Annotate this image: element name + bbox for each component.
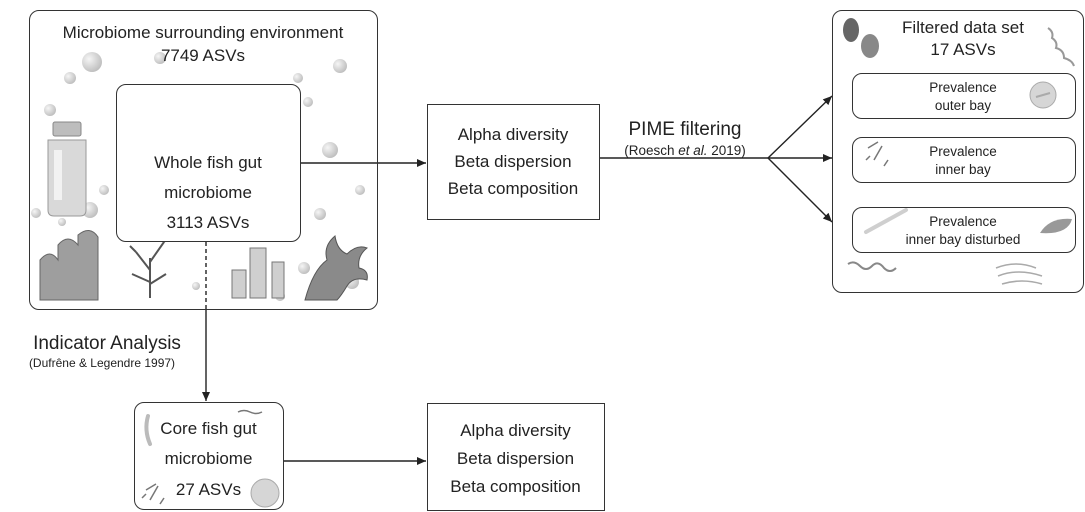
metrics-bottom-beta-dispersion: Beta dispersion [456, 449, 575, 468]
pime-ref-pre: (Roesch [624, 143, 679, 158]
core-gut-line2: microbiome [164, 449, 253, 468]
environment-title: Microbiome surrounding environment [62, 23, 344, 42]
whole-gut-line1: Whole fish gut [154, 153, 262, 172]
metrics-top-beta-dispersion: Beta dispersion [454, 152, 572, 171]
whole-gut-line3: 3113 ASVs [166, 213, 250, 232]
metrics-top-alpha: Alpha diversity [457, 125, 569, 144]
indicator-title: Indicator Analysis [33, 333, 181, 354]
arrow-branch-disturbed [767, 157, 833, 223]
core-gut-line3: 27 ASVs [175, 480, 242, 499]
indicator-reference: (Dufrêne & Legendre 1997) [28, 356, 176, 370]
environment-count: 7749 ASVs [160, 46, 246, 65]
prevalence-inner-bay-box: Prevalence inner bay [852, 137, 1076, 183]
prevalence-inner-line1: Prevalence [929, 144, 997, 159]
pime-ref-post: 2019) [707, 143, 746, 158]
pime-title: PIME filtering [628, 119, 742, 140]
environment-box: Microbiome surrounding environment 7749 … [29, 10, 378, 310]
core-gut-line1: Core fish gut [160, 419, 257, 438]
filtered-count: 17 ASVs [930, 40, 996, 59]
prevalence-disturbed-line2: inner bay disturbed [905, 232, 1021, 247]
core-gut-box: Core fish gut microbiome 27 ASVs [134, 402, 284, 510]
whole-gut-line2: microbiome [164, 183, 252, 202]
metrics-top-box: Alpha diversity Beta dispersion Beta com… [427, 104, 600, 220]
metrics-bottom-beta-composition: Beta composition [450, 477, 581, 496]
arrow-branch-outer [767, 95, 833, 159]
bacteria-decoration [141, 18, 1075, 508]
metrics-bottom-alpha: Alpha diversity [460, 421, 571, 440]
filtered-box: Filtered data set 17 ASVs Prevalence out… [832, 10, 1084, 293]
prevalence-inner-line2: inner bay [935, 162, 991, 177]
filtered-title: Filtered data set [902, 18, 1024, 37]
prevalence-outer-line1: Prevalence [929, 80, 997, 95]
pime-reference: (Roesch et al. 2019) [600, 142, 770, 159]
metrics-bottom-box: Alpha diversity Beta dispersion Beta com… [427, 403, 605, 511]
bottle-icon [47, 121, 87, 217]
whole-gut-box: Whole fish gut microbiome 3113 ASVs [116, 84, 301, 242]
coral-reef-icons [39, 230, 368, 301]
pime-ref-italic: et al. [678, 143, 708, 158]
metrics-top-beta-composition: Beta composition [447, 179, 579, 198]
bubbles-decoration [31, 52, 365, 301]
prevalence-outer-bay-box: Prevalence outer bay [852, 73, 1076, 119]
prevalence-outer-line2: outer bay [934, 98, 992, 113]
prevalence-disturbed-box: Prevalence inner bay disturbed [852, 207, 1076, 253]
prevalence-disturbed-line1: Prevalence [929, 214, 997, 229]
